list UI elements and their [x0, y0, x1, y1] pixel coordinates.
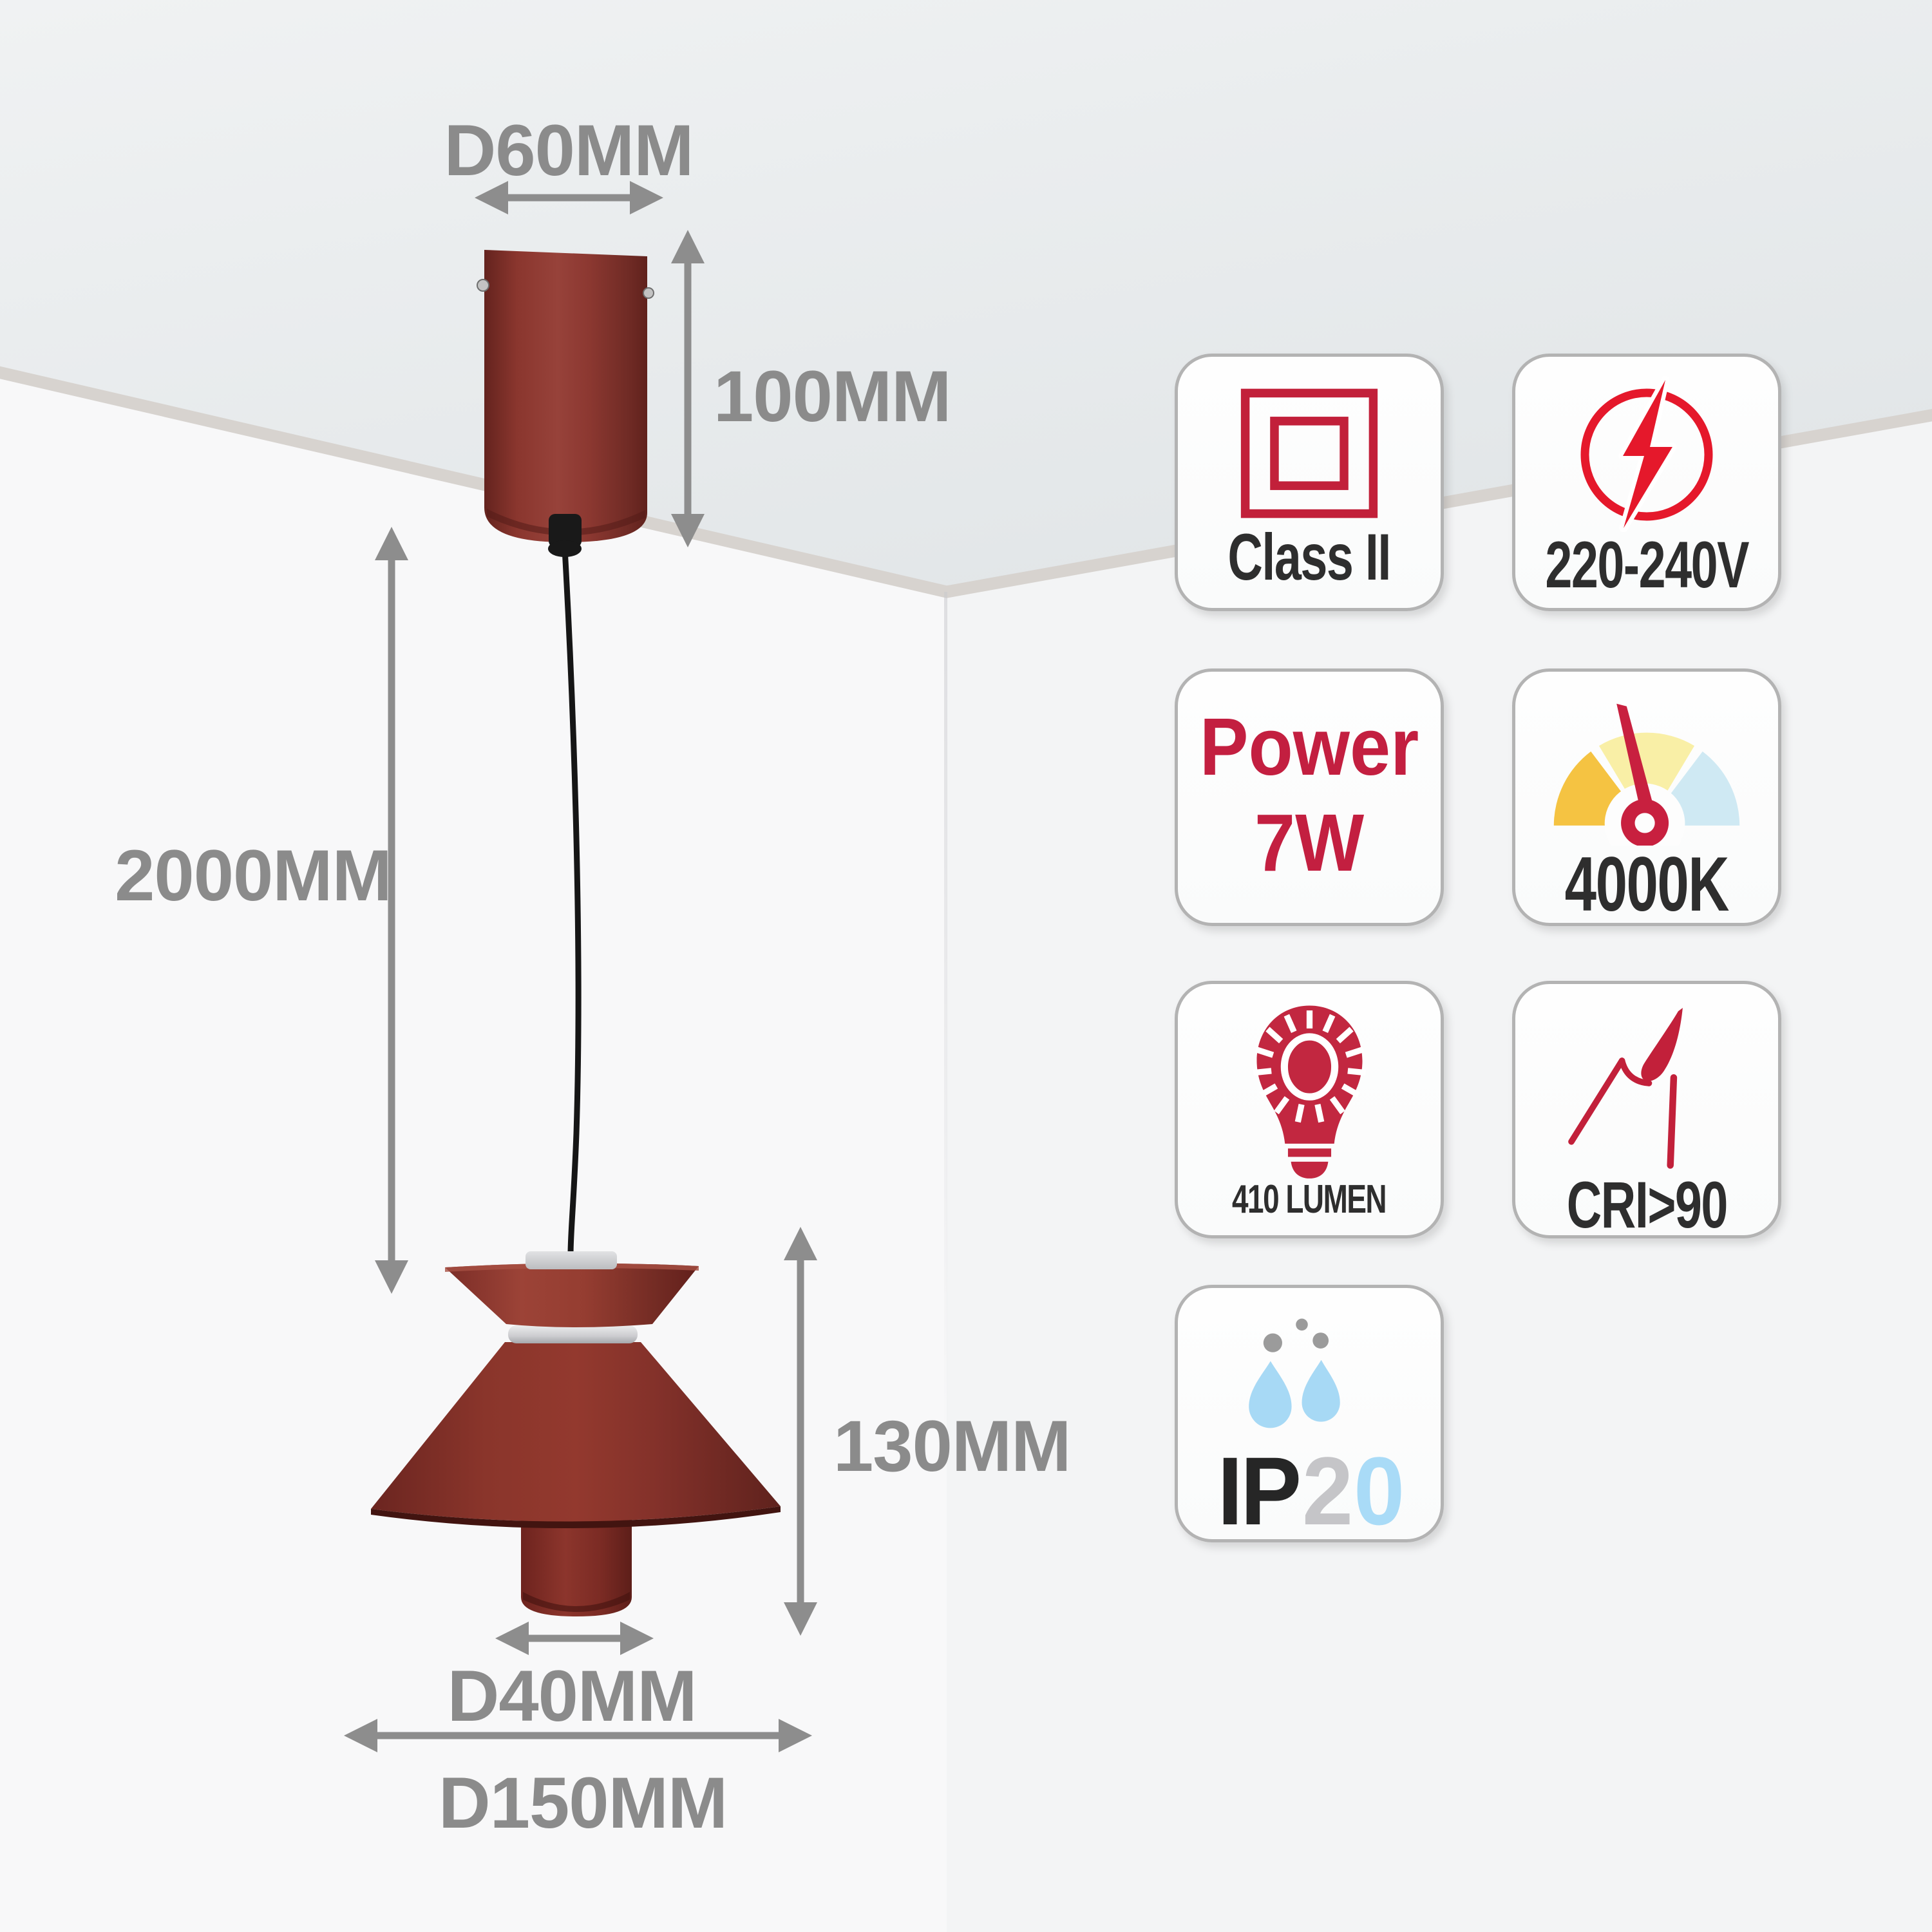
badge-lumen: 410 LUMEN: [1175, 981, 1444, 1238]
badge-class2: Class II: [1175, 354, 1444, 611]
shade-bottom-cylinder: [521, 1501, 632, 1616]
drop-length-label: 2000MM: [115, 835, 392, 916]
badge-voltage: 220-240V: [1512, 354, 1781, 611]
canopy-height-arrow: [671, 230, 705, 547]
power-word: Power: [1199, 701, 1419, 793]
shade-height-arrow: [784, 1227, 817, 1636]
ip-digit-1: 2: [1302, 1437, 1353, 1542]
lightning-circle-icon: [1569, 375, 1724, 532]
wall-corner-line: [944, 592, 947, 1442]
badge-ip-rating: IP 2 0: [1175, 1285, 1444, 1542]
color-temperature-gauge-icon: [1546, 699, 1747, 846]
shade-top-cone: [445, 1263, 699, 1327]
shade-diameter-arrow: [344, 1719, 812, 1752]
canopy-screw-left: [477, 279, 489, 292]
cct-label: 4000K: [1564, 841, 1730, 926]
cord-grip: [549, 514, 582, 547]
shade-height-label: 130MM: [833, 1406, 1071, 1486]
badge-cri: CRI>90: [1512, 981, 1781, 1238]
canopy-screw-right: [643, 287, 654, 299]
dimension-arrows: [344, 181, 817, 1752]
double-square-class2-icon: [1235, 383, 1384, 524]
canopy-diameter-arrow: [475, 181, 663, 214]
ceiling: [0, 0, 1932, 588]
inner-diameter-label: D40MM: [447, 1656, 697, 1736]
drop-length-arrow: [375, 527, 408, 1294]
shade-lower-cone: [371, 1342, 781, 1522]
shade-ring: [508, 1325, 638, 1343]
class2-label: Class II: [1227, 520, 1392, 594]
lamp-shade: [371, 1251, 781, 1616]
ip-digit-2: 0: [1353, 1437, 1405, 1542]
canopy-diameter-label: D60MM: [444, 110, 694, 191]
badge-color-temperature: 4000K: [1512, 668, 1781, 926]
badge-power: Power 7W: [1175, 668, 1444, 926]
shade-cap: [526, 1251, 617, 1269]
cri-label: CRI>90: [1566, 1168, 1728, 1238]
inner-diameter-arrow: [495, 1622, 654, 1655]
water-drops-icon: [1235, 1314, 1383, 1443]
ip-rating-text: IP 2 0: [1215, 1437, 1405, 1542]
power-text: Power 7W: [1188, 699, 1431, 891]
ceiling-canopy: [477, 250, 654, 557]
voltage-label: 220-240V: [1545, 528, 1749, 601]
canopy-height-label: 100MM: [714, 356, 951, 437]
lumen-label: 410 LUMEN: [1232, 1177, 1387, 1222]
cri-arrow-icon: [1562, 1003, 1731, 1172]
ip-prefix: IP: [1217, 1437, 1302, 1542]
bulb-icon: [1244, 999, 1376, 1180]
suspension-cable: [562, 548, 582, 1255]
shade-diameter-label: D150MM: [438, 1763, 728, 1843]
pendant-lamp-drawing: [344, 181, 817, 1752]
power-watts: 7W: [1254, 797, 1365, 888]
